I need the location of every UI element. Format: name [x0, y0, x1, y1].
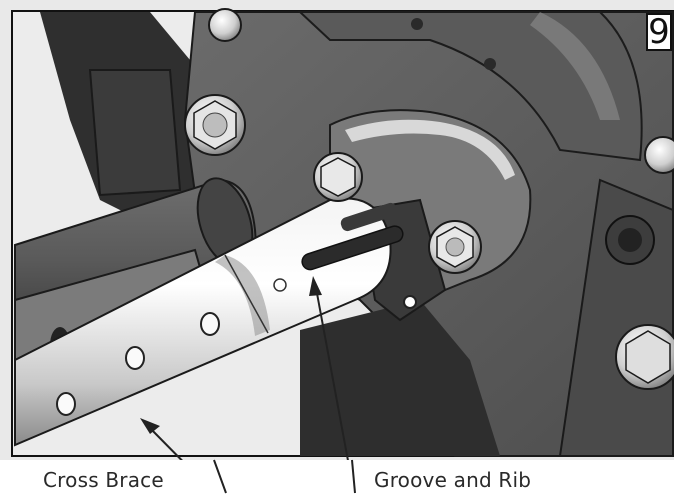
bolt-right-lower [615, 324, 674, 390]
bolt-bracket-right [428, 220, 482, 274]
bolt-top-left [184, 94, 246, 156]
step-number: 9 [646, 13, 672, 51]
rib [301, 225, 404, 271]
groove-and-rib-label: Groove and Rib [374, 468, 532, 492]
cross-brace-label: Cross Brace [43, 468, 164, 492]
flywheel-cover [297, 11, 643, 162]
groove-and-rib-arrow [309, 276, 355, 494]
bolt-bracket-top [313, 152, 363, 202]
bolt-top [208, 8, 242, 42]
bolt-right-top [644, 136, 674, 174]
bolt-right-mid [605, 215, 655, 265]
